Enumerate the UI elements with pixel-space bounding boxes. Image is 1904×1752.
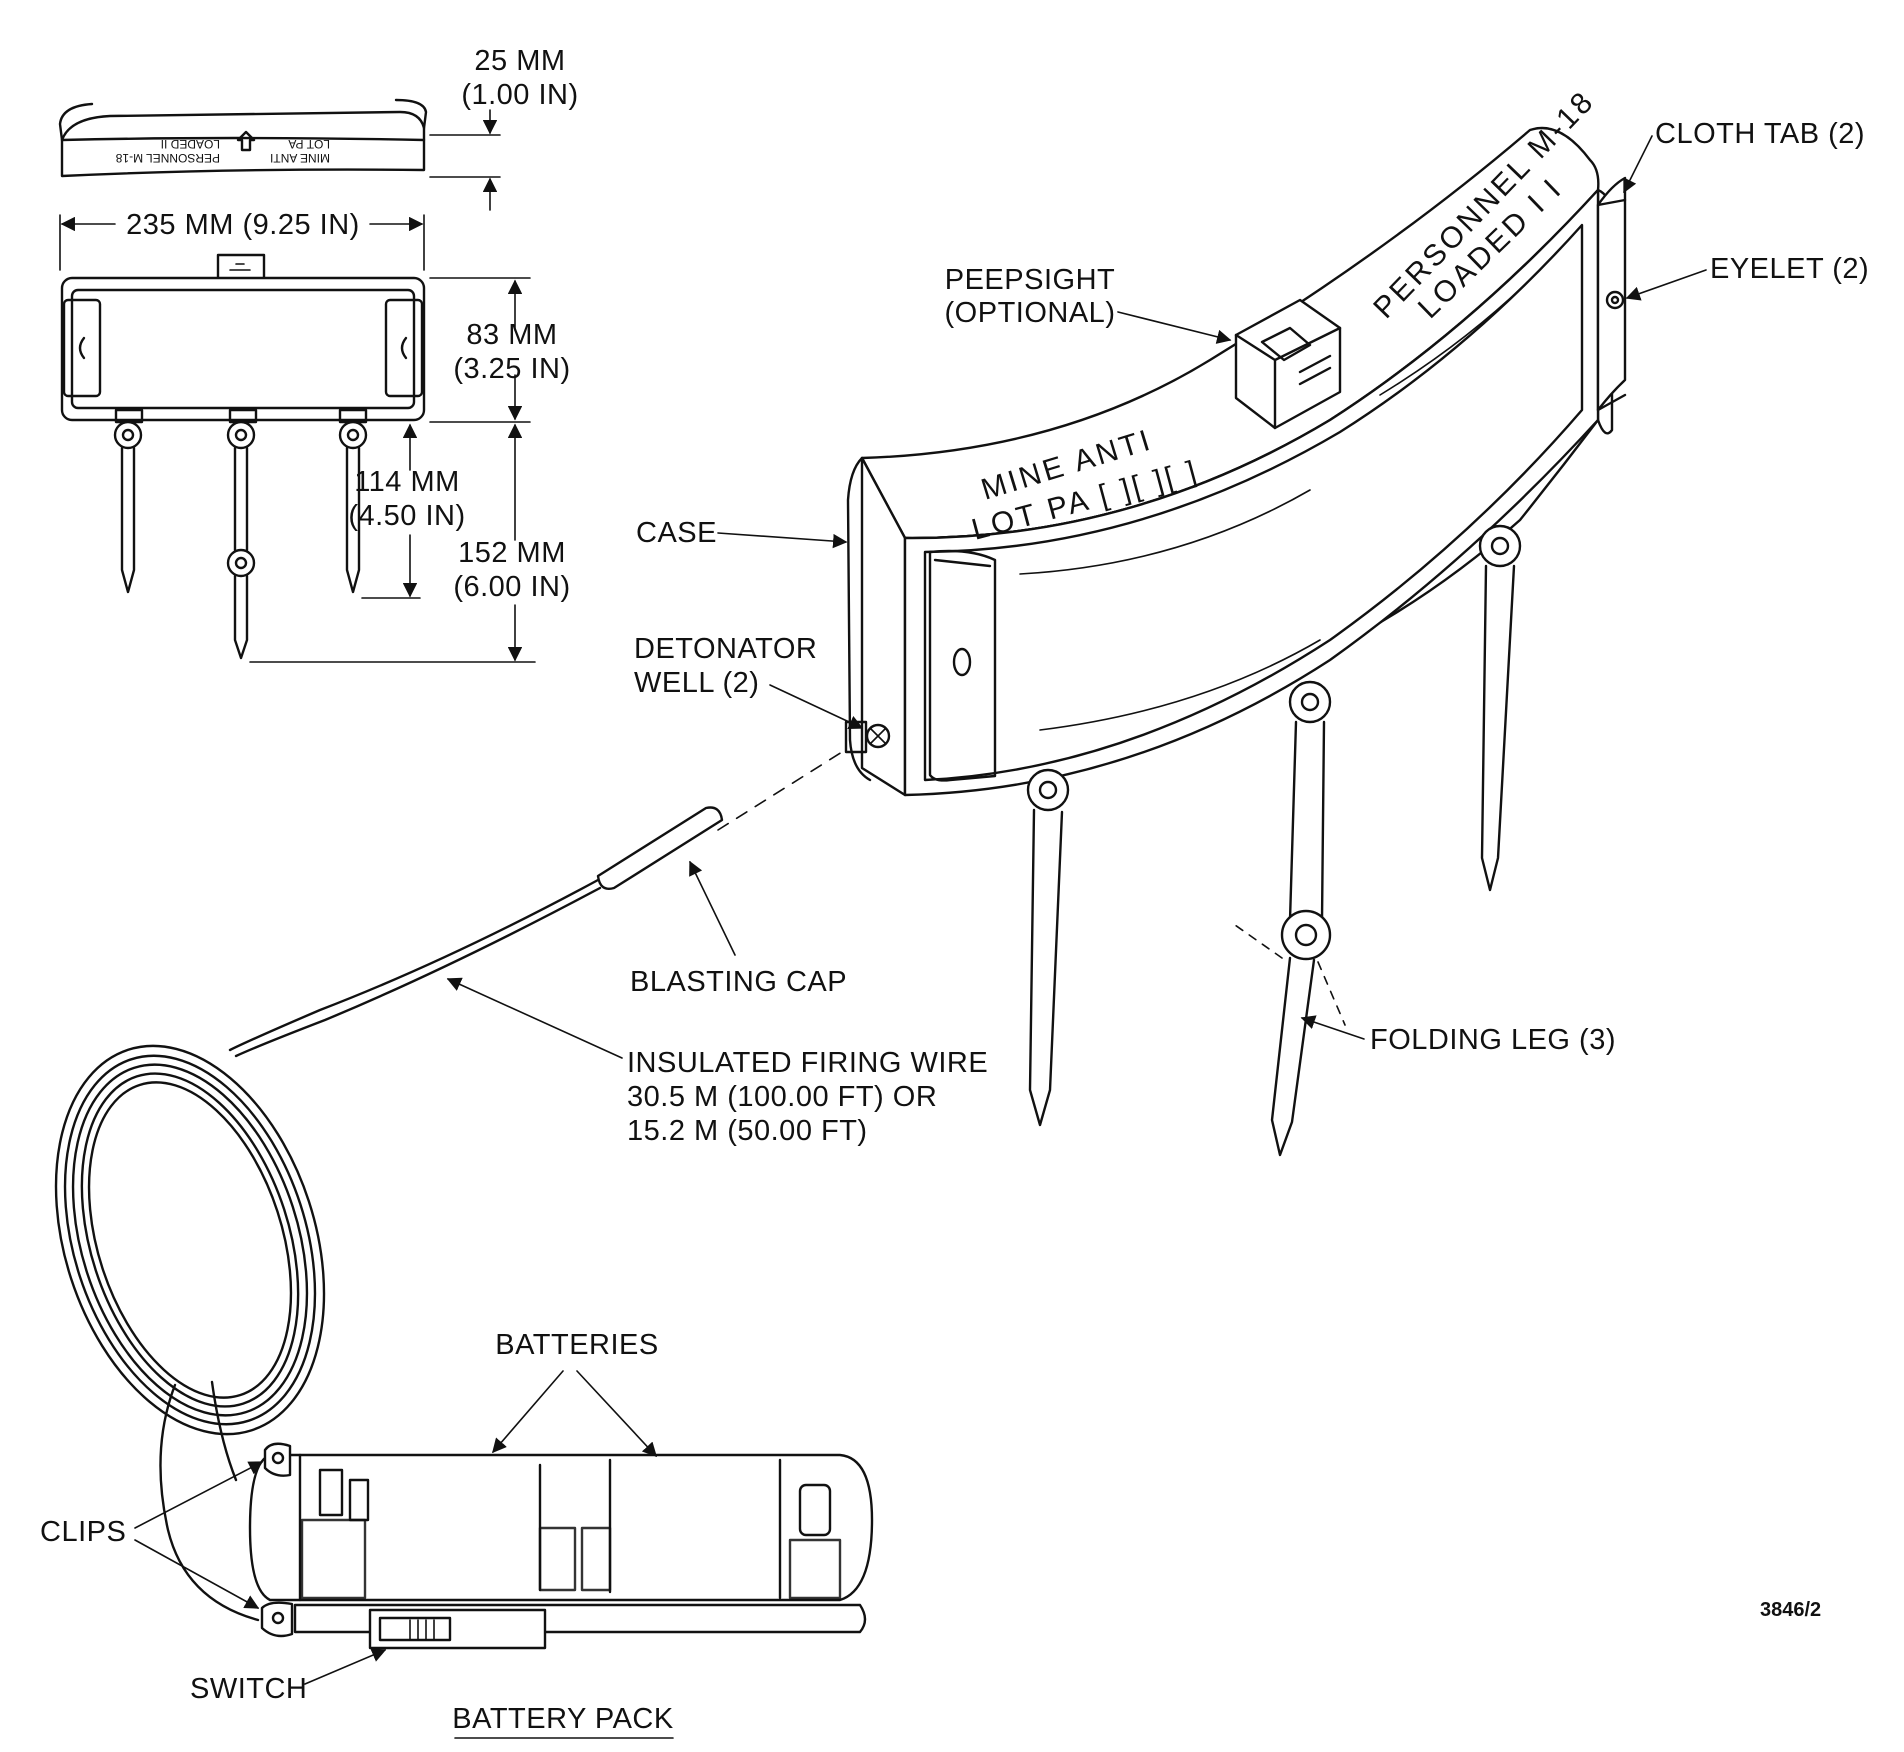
label-thickness-in: (1.00 IN) bbox=[461, 79, 578, 111]
label-case: CASE bbox=[636, 517, 717, 549]
label-firing-wire-1: INSULATED FIRING WIRE bbox=[627, 1047, 988, 1079]
label-height-in: (3.25 IN) bbox=[453, 353, 570, 385]
label-leg-mm: 114 MM bbox=[354, 466, 460, 498]
firing-wire-drawing bbox=[54, 751, 843, 1622]
label-height-mm: 83 MM bbox=[466, 319, 557, 351]
label-clips: CLIPS bbox=[40, 1516, 126, 1548]
label-thickness-mm: 25 MM bbox=[474, 45, 565, 77]
width-dimension: 235 MM (9.25 IN) bbox=[59, 209, 425, 271]
mini-marking-line-4: LOADED II bbox=[161, 137, 220, 151]
label-total-in: (6.00 IN) bbox=[453, 571, 570, 603]
label-blasting-cap: BLASTING CAP bbox=[630, 966, 847, 998]
label-batteries: BATTERIES bbox=[495, 1329, 659, 1361]
label-peepsight-1: PEEPSIGHT bbox=[945, 264, 1116, 296]
mini-marking-line-1: MINE ANTI bbox=[270, 151, 330, 165]
label-cloth-tab: CLOTH TAB (2) bbox=[1655, 118, 1865, 150]
label-folding-leg: FOLDING LEG (3) bbox=[1370, 1024, 1616, 1056]
height-dimension: 83 MM (3.25 IN) bbox=[429, 277, 570, 423]
label-eyelet: EYELET (2) bbox=[1710, 253, 1869, 285]
mini-marking-line-2: LOT PA bbox=[288, 137, 330, 151]
figure-number: 3846/2 bbox=[1760, 1599, 1821, 1621]
top-view-drawing: MINE ANTI LOT PA PERSONNEL M-18 LOADED I… bbox=[58, 98, 428, 178]
leader-lines bbox=[134, 135, 1707, 1685]
battery-pack-drawing bbox=[248, 1442, 874, 1650]
total-height-dimension: 152 MM (6.00 IN) bbox=[249, 423, 570, 663]
label-peepsight-2: (OPTIONAL) bbox=[945, 297, 1116, 329]
front-view-drawing bbox=[60, 253, 426, 660]
label-detonator-1: DETONATOR bbox=[634, 633, 817, 665]
label-battery-pack: BATTERY PACK bbox=[452, 1703, 674, 1735]
label-width: 235 MM (9.25 IN) bbox=[126, 209, 360, 241]
label-detonator-2: WELL (2) bbox=[634, 667, 759, 699]
leg-dimension: 114 MM (4.50 IN) bbox=[348, 423, 465, 599]
callout-labels: CLOTH TAB (2) EYELET (2) PEEPSIGHT (OPTI… bbox=[40, 118, 1869, 1739]
folding-legs-drawing bbox=[1026, 524, 1522, 1157]
mini-marking-line-3: PERSONNEL M-18 bbox=[115, 151, 220, 165]
label-switch: SWITCH bbox=[190, 1673, 307, 1705]
label-firing-wire-3: 15.2 M (50.00 FT) bbox=[627, 1115, 868, 1147]
label-firing-wire-2: 30.5 M (100.00 FT) OR bbox=[627, 1081, 937, 1113]
label-leg-in: (4.50 IN) bbox=[348, 500, 465, 532]
thickness-dimension: 25 MM (1.00 IN) bbox=[429, 45, 578, 211]
label-total-mm: 152 MM bbox=[458, 537, 566, 569]
